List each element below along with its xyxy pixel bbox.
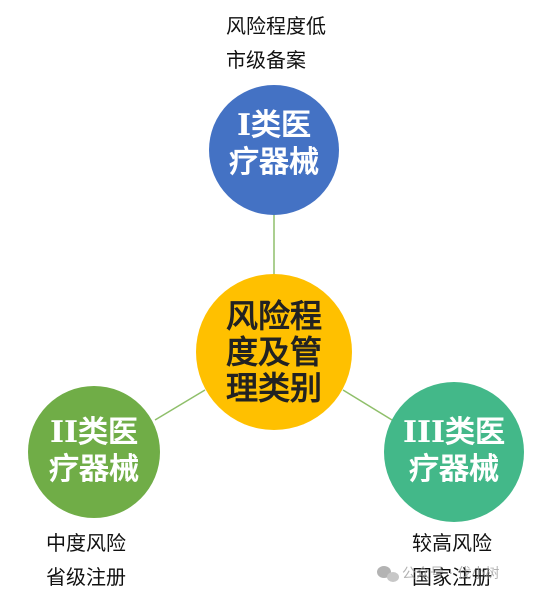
class1-note-risk: 风险程度低: [226, 14, 326, 38]
class2-note-risk: 中度风险: [46, 531, 126, 555]
class2-note-registration: 省级注册: [46, 565, 126, 589]
class1-label-line1: I类医: [237, 108, 311, 143]
watermark: 公众号 · 伐小树: [377, 566, 499, 582]
center-circle: [196, 274, 352, 430]
class3-node: III类医 疗器械: [384, 382, 524, 522]
connector-class2: [154, 389, 206, 421]
class1-note-filing: 市级备案: [226, 48, 306, 72]
class3-label-line1: III类医: [403, 415, 505, 450]
center-label-line2: 度及管: [226, 333, 322, 371]
class1-circle: [209, 85, 339, 215]
center-label-line1: 风险程: [226, 297, 322, 335]
class3-circle: [384, 382, 524, 522]
class1-label-line2: 疗器械: [229, 145, 319, 180]
center-label-line3: 理类别: [226, 369, 322, 407]
class2-circle: [28, 386, 160, 518]
class2-label-line1: II类医: [50, 415, 138, 450]
class3-note-risk: 较高风险: [412, 531, 492, 555]
watermark-text: 公众号 · 伐小树: [402, 566, 499, 582]
class3-note-registration: 国家注册: [412, 565, 492, 589]
class1-node: I类医 疗器械: [209, 85, 339, 215]
class2-node: II类医 疗器械: [28, 386, 160, 518]
connector-class3: [342, 389, 393, 421]
wechat-icon: [377, 566, 399, 582]
center-node: 风险程 度及管 理类别: [196, 274, 352, 430]
class3-label-line2: 疗器械: [409, 452, 499, 487]
class2-label-line2: 疗器械: [49, 452, 139, 487]
